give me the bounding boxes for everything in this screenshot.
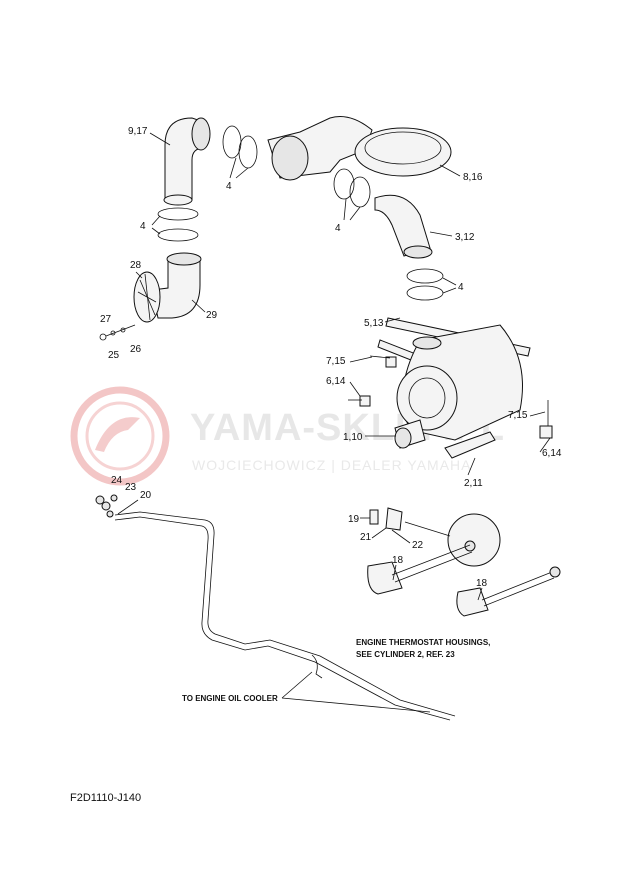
part-hose-bent — [374, 194, 433, 259]
callout-5-13: 5,13 — [364, 318, 384, 329]
diagram-code: F2D1110-J140 — [70, 792, 141, 804]
callout-7-15b: 7,15 — [508, 410, 528, 421]
part-clamps — [157, 125, 444, 301]
callout-18a: 18 — [392, 555, 404, 566]
leader-lines — [117, 132, 551, 713]
callout-2-11: 2,11 — [464, 478, 483, 489]
callout-18b: 18 — [476, 578, 488, 589]
callout-21: 21 — [360, 532, 372, 543]
callout-24: 24 — [111, 475, 123, 486]
callout-19: 19 — [348, 514, 360, 525]
callout-4c: 4 — [335, 223, 341, 234]
callout-6-14b: 6,14 — [542, 448, 562, 459]
part-elbow-lower — [133, 252, 202, 323]
callout-22: 22 — [412, 540, 424, 551]
callout-7-15a: 7,15 — [326, 356, 346, 367]
part-elbow-upper — [163, 117, 211, 206]
watermark-tagline: WOJCIECHOWICZ | DEALER YAMAHA — [192, 457, 471, 473]
watermark-logo-icon — [70, 386, 170, 486]
callout-25: 25 — [108, 350, 120, 361]
part-silencer-main — [394, 324, 523, 459]
note-oil-cooler: TO ENGINE OIL COOLER — [182, 694, 278, 703]
callout-20: 20 — [140, 490, 152, 501]
callout-23: 23 — [125, 482, 137, 493]
callout-3-12: 3,12 — [455, 232, 475, 243]
callout-4d: 4 — [458, 282, 464, 293]
part-brackets — [348, 355, 553, 439]
notes: ENGINE THERMOSTAT HOUSINGS, SEE CYLINDER… — [182, 638, 490, 703]
part-oil-tube — [114, 511, 456, 721]
callout-1-10: 1,10 — [343, 432, 363, 443]
callout-29: 29 — [206, 310, 218, 321]
callout-9-17: 9,17 — [128, 126, 148, 137]
part-fittings — [95, 494, 118, 518]
callout-6-14a: 6,14 — [326, 376, 346, 387]
part-fasteners-small — [99, 324, 136, 341]
part-intake-duct — [267, 116, 452, 181]
note-thermostat-line2: SEE CYLINDER 2, REF. 23 — [356, 650, 455, 659]
note-thermostat-line1: ENGINE THERMOSTAT HOUSINGS, — [356, 638, 490, 647]
callout-26: 26 — [130, 344, 142, 355]
callout-27: 27 — [100, 314, 112, 325]
part-thermostat-fittings — [367, 507, 561, 617]
callout-labels: 9,17 4 4 4 8,16 3,12 4 28 29 27 26 25 5,… — [100, 126, 562, 589]
callout-8-16: 8,16 — [463, 172, 483, 183]
callout-28: 28 — [130, 260, 142, 271]
callout-4b: 4 — [140, 221, 146, 232]
callout-4a: 4 — [226, 181, 232, 192]
